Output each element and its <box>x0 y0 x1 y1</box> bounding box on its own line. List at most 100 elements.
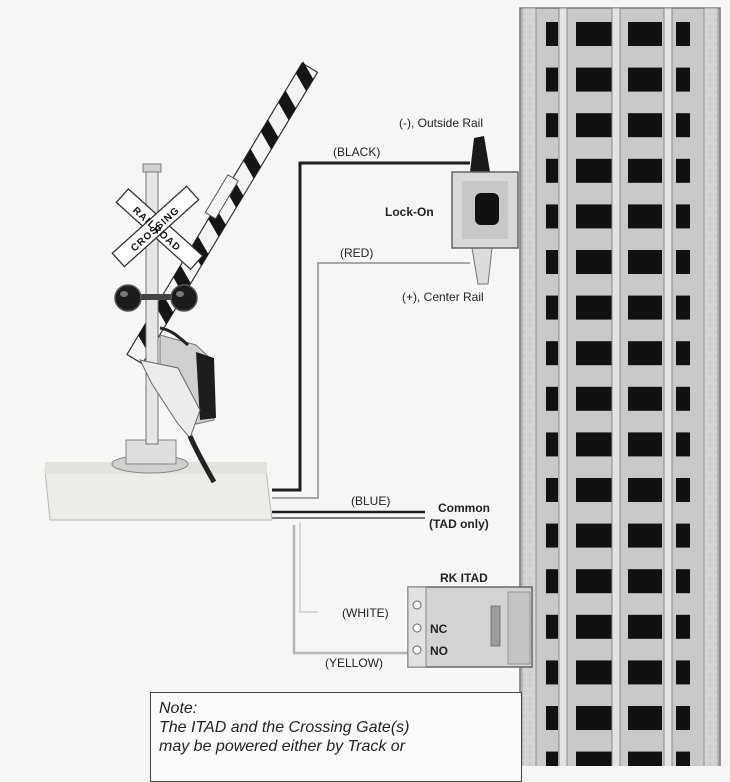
outside-rail-left <box>558 7 568 766</box>
track-tie <box>576 432 612 457</box>
track-tie <box>576 751 612 766</box>
outside-rail-label: (-), Outside Rail <box>399 116 484 130</box>
track-tie <box>676 204 690 229</box>
track-tie <box>576 67 612 92</box>
track-tie <box>676 706 690 730</box>
light-crossbar <box>120 294 190 300</box>
note-line-2: may be powered either by Track or <box>159 738 406 755</box>
note-line-1: The ITAD and the Crossing Gate(s) <box>159 719 410 736</box>
track-tie <box>628 22 662 46</box>
gate-platform <box>44 469 273 521</box>
track-tie <box>676 614 690 639</box>
itad-terminal-no <box>412 645 422 655</box>
gate-arm-stripe <box>190 236 209 267</box>
yellow-wire-label: (YELLOW) <box>325 656 384 670</box>
track-tie <box>676 158 690 183</box>
track-tie <box>576 204 612 229</box>
track-tie <box>546 478 558 502</box>
track-tie <box>546 204 558 229</box>
track-tie <box>576 341 612 366</box>
track-tie <box>576 478 612 502</box>
white-wire <box>299 522 318 613</box>
track-tie <box>676 22 690 46</box>
track-tie <box>628 706 662 730</box>
track-tie <box>628 432 662 457</box>
track <box>519 7 721 766</box>
track-tie <box>546 295 558 320</box>
itad-terminal-white <box>412 600 422 610</box>
black-wire <box>272 161 470 492</box>
track-tie <box>576 158 612 183</box>
track-tie <box>628 478 662 502</box>
track-tie <box>628 569 662 594</box>
track-tie <box>676 341 690 366</box>
itad-indicator <box>490 605 501 647</box>
red-wire <box>272 262 470 499</box>
rk-itad-label: RK ITAD <box>440 571 488 585</box>
track-tie <box>576 113 612 138</box>
lock-on-terminal <box>475 193 499 225</box>
track-tie <box>628 386 662 411</box>
track-tie <box>576 295 612 320</box>
center-rail <box>611 7 621 766</box>
note-title: Note: <box>159 700 198 717</box>
track-tie <box>546 523 558 548</box>
track-tie <box>676 751 690 766</box>
track-tie <box>628 250 662 274</box>
track-tie <box>546 706 558 730</box>
track-tie <box>676 660 690 685</box>
gate-arm-stripe <box>278 90 296 121</box>
track-tie <box>546 341 558 366</box>
track-tie <box>628 204 662 229</box>
itad-device <box>407 586 533 668</box>
gate-cable <box>187 435 217 484</box>
gate-arm-stripe <box>155 294 174 325</box>
track-tie <box>546 113 558 138</box>
flasher-light-left <box>114 284 142 312</box>
rails <box>558 7 673 766</box>
track-edge-right <box>703 7 719 766</box>
track-tie <box>546 614 558 639</box>
gate-arm-stripe <box>295 61 314 92</box>
red-wire-label: (RED) <box>340 246 374 260</box>
track-tie <box>676 386 690 411</box>
note-box: Note: The ITAD and the Crossing Gate(s) … <box>150 692 522 782</box>
gate-mechanism-cover <box>196 352 216 420</box>
itad-terminal-nc <box>412 623 422 633</box>
lock-on <box>451 136 519 285</box>
track-tie <box>676 569 690 594</box>
white-wire-label: (WHITE) <box>342 606 389 620</box>
track-tie <box>576 614 612 639</box>
track-tie <box>676 432 690 457</box>
crossing-gate: RAILROAD CROSSING <box>44 61 319 521</box>
track-tie <box>628 295 662 320</box>
outside-rail-right <box>663 7 673 766</box>
lock-on-label: Lock-On <box>385 205 434 219</box>
crossbuck-board-2 <box>111 185 200 268</box>
track-tie <box>546 22 558 46</box>
track-tie <box>546 660 558 685</box>
lock-on-red-clip <box>471 247 493 285</box>
track-tie <box>576 660 612 685</box>
track-tie <box>546 432 558 457</box>
common-label: Common <box>438 501 490 515</box>
blue-wire-label: (BLUE) <box>351 494 391 508</box>
track-tie <box>576 706 612 730</box>
yellow-wire <box>292 525 412 655</box>
track-tie <box>676 67 690 92</box>
tad-only-label: (TAD only) <box>429 517 489 531</box>
nc-terminal-label: NC <box>430 622 448 636</box>
track-tie <box>576 569 612 594</box>
track-tie <box>628 614 662 639</box>
track-tie <box>576 386 612 411</box>
track-tie <box>676 523 690 548</box>
track-tie <box>546 250 558 274</box>
track-tie <box>546 386 558 411</box>
track-tie <box>628 113 662 138</box>
wires <box>272 161 470 655</box>
track-tie <box>576 22 612 46</box>
track-ties <box>546 22 690 766</box>
track-tie <box>576 250 612 274</box>
track-tie <box>576 523 612 548</box>
flasher-light-right <box>170 284 198 312</box>
